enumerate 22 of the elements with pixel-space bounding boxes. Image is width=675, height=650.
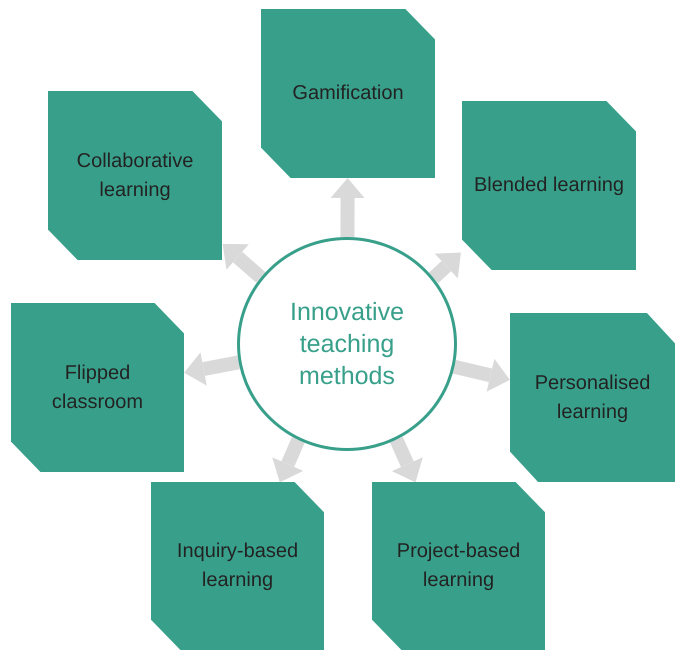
method-label: Flipped classroom bbox=[50, 360, 144, 414]
block-arrow bbox=[222, 244, 266, 283]
center-title: Innovative teaching methods bbox=[289, 297, 405, 392]
block-arrow bbox=[452, 358, 510, 392]
block-arrow bbox=[330, 178, 365, 238]
method-label: Blended learning bbox=[472, 173, 626, 198]
method-box bbox=[11, 303, 184, 472]
block-arrow bbox=[272, 437, 305, 482]
method-box bbox=[151, 482, 324, 650]
method-box bbox=[48, 91, 222, 260]
method-label: Gamification bbox=[291, 81, 405, 106]
method-box bbox=[261, 9, 435, 178]
block-arrow bbox=[184, 352, 240, 386]
method-label: Personalised learning bbox=[534, 370, 652, 424]
method-label: Inquiry-based learning bbox=[176, 539, 300, 593]
method-box bbox=[372, 482, 545, 650]
block-arrow bbox=[428, 252, 461, 284]
method-box bbox=[510, 313, 675, 482]
method-box bbox=[462, 101, 636, 270]
block-arrow bbox=[390, 436, 423, 482]
method-label: Project-based learning bbox=[396, 539, 522, 593]
method-label: Collaborative learning bbox=[76, 148, 194, 202]
